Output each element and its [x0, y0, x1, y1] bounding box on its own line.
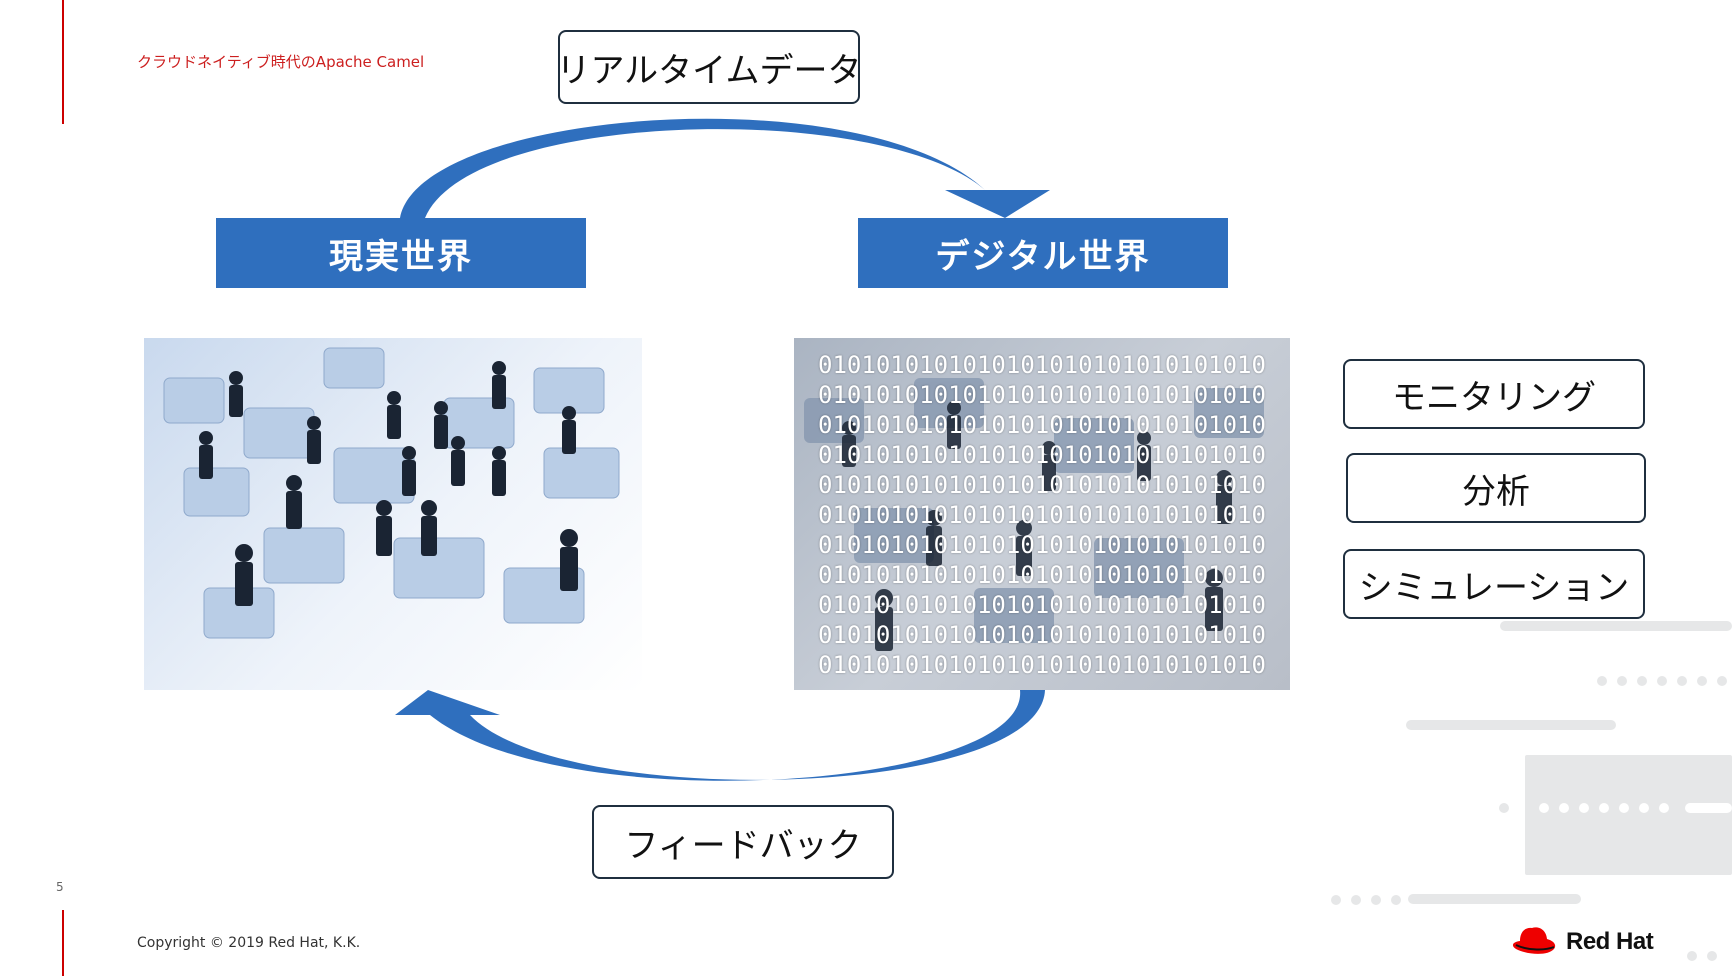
digital-world-header: デジタル世界 — [858, 218, 1228, 288]
realtime-arrow — [400, 118, 1050, 218]
page-number: 5 — [56, 880, 64, 894]
feedback-arrow — [395, 690, 1045, 781]
real-world-header: 現実世界 — [216, 218, 586, 288]
copyright-text: Copyright © 2019 Red Hat, K.K. — [137, 935, 361, 951]
puzzle-people-illustration — [163, 347, 620, 639]
binary-line: 0101010101010101010101010101010 — [818, 351, 1266, 379]
red-hat-icon — [1512, 927, 1556, 954]
real-world-photo — [144, 338, 642, 690]
deck-subtitle: クラウドネイティブ時代のApache Camel — [137, 53, 425, 71]
digital-people-illustration — [804, 378, 1264, 651]
binary-line: 0101010101010101010101010101010 — [818, 621, 1266, 649]
top-red-rule — [62, 0, 64, 124]
binary-line: 0101010101010101010101010101010 — [818, 531, 1266, 559]
brand-name: Red Hat — [1566, 928, 1654, 955]
binary-line: 0101010101010101010101010101010 — [818, 411, 1266, 439]
simulation-label: シミュレーション — [1343, 549, 1645, 619]
binary-line: 0101010101010101010101010101010 — [818, 591, 1266, 619]
realtime-data-label: リアルタイムデータ — [557, 30, 862, 104]
binary-line: 0101010101010101010101010101010 — [818, 501, 1266, 529]
feedback-label: フィードバック — [592, 805, 894, 879]
bottom-red-rule — [62, 910, 64, 976]
red-hat-logo: Red Hat — [1510, 925, 1654, 959]
binary-line: 0101010101010101010101010101010 — [818, 441, 1266, 469]
monitoring-label: モニタリング — [1343, 359, 1645, 429]
binary-line: 0101010101010101010101010101010 — [818, 381, 1266, 409]
binary-line: 0101010101010101010101010101010 — [818, 561, 1266, 589]
binary-overlay: 0101010101010101010101010101010 01010101… — [794, 350, 1290, 680]
binary-line: 0101010101010101010101010101010 — [818, 471, 1266, 499]
decorative-pattern — [1331, 621, 1732, 961]
digital-world-photo: 0101010101010101010101010101010 01010101… — [794, 338, 1290, 690]
binary-line: 0101010101010101010101010101010 — [818, 651, 1266, 679]
analysis-label: 分析 — [1346, 453, 1646, 523]
